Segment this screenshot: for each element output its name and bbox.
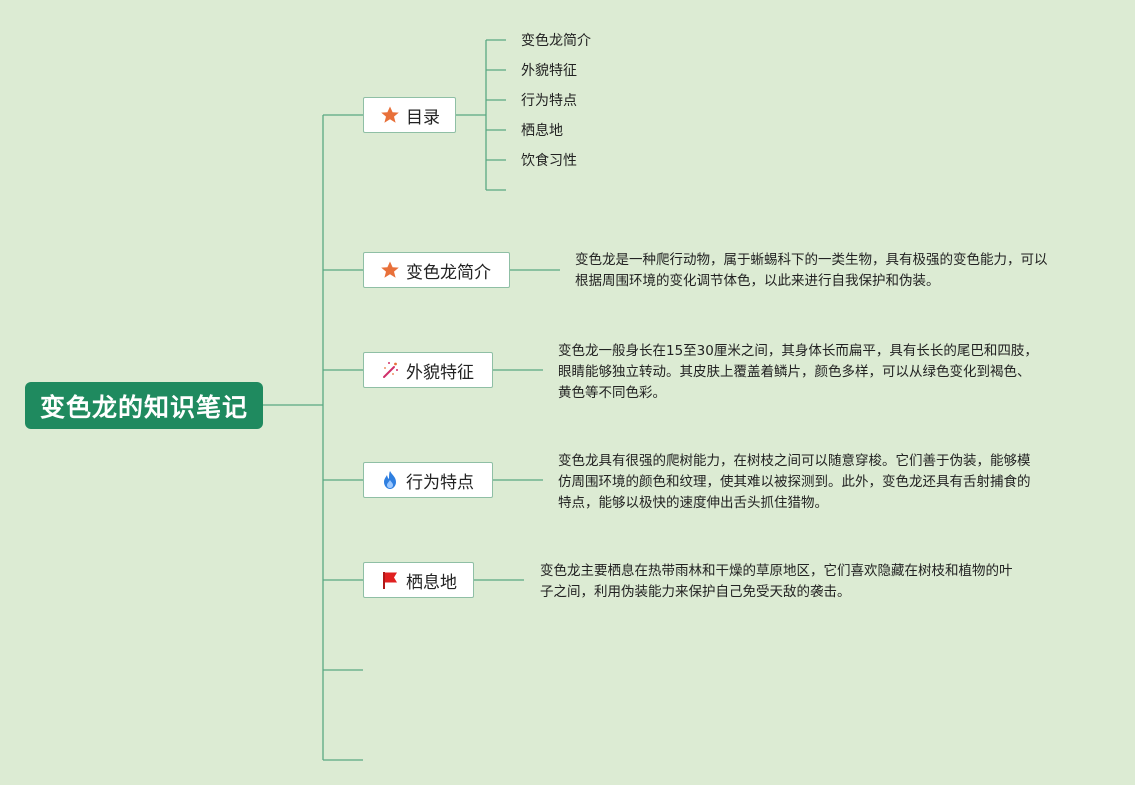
intro-description[interactable]: 变色龙是一种爬行动物，属于蜥蜴科下的一类生物，具有极强的变色能力，可以 根据周围… (575, 250, 1048, 292)
toc-item-behavior[interactable]: 行为特点 (521, 93, 577, 109)
branch-label: 目录 (406, 107, 440, 128)
branch-toc[interactable]: 目录 (363, 97, 456, 133)
branch-intro[interactable]: 变色龙简介 (363, 252, 510, 288)
behavior-line: 特点，能够以极快的速度伸出舌头抓住猎物。 (558, 495, 828, 511)
branch-label: 栖息地 (406, 572, 457, 593)
appearance-line: 黄色等不同色彩。 (558, 385, 666, 401)
star-icon (380, 260, 400, 280)
root-title: 变色龙的知识笔记 (39, 392, 248, 422)
toc-item-intro[interactable]: 变色龙简介 (521, 33, 591, 49)
branch-label: 外貌特征 (406, 362, 474, 383)
sparkle-wand-icon (380, 360, 400, 380)
intro-line: 变色龙是一种爬行动物，属于蜥蜴科下的一类生物，具有极强的变色能力，可以 (575, 252, 1048, 268)
habitat-line: 变色龙主要栖息在热带雨林和干燥的草原地区，它们喜欢隐藏在树枝和植物的叶 (540, 563, 1013, 579)
branch-label: 变色龙简介 (406, 262, 491, 283)
appearance-line: 变色龙一般身长在15至30厘米之间，其身体长而扁平，具有长长的尾巴和四肢， (558, 343, 1038, 359)
red-flag-icon (380, 570, 400, 590)
appearance-description[interactable]: 变色龙一般身长在15至30厘米之间，其身体长而扁平，具有长长的尾巴和四肢， 眼睛… (558, 341, 1038, 404)
branch-label: 行为特点 (406, 472, 474, 493)
toc-item-appearance[interactable]: 外貌特征 (521, 63, 577, 79)
toc-item-habitat[interactable]: 栖息地 (521, 123, 563, 139)
star-icon (380, 105, 400, 125)
flame-icon (380, 470, 400, 490)
toc-item-diet[interactable]: 饮食习性 (521, 153, 577, 169)
behavior-line: 仿周围环境的颜色和纹理，使其难以被探测到。此外，变色龙还具有舌射捕食的 (558, 474, 1031, 490)
appearance-line: 眼睛能够独立转动。其皮肤上覆盖着鳞片，颜色多样，可以从绿色变化到褐色、 (558, 364, 1031, 380)
behavior-line: 变色龙具有很强的爬树能力，在树枝之间可以随意穿梭。它们善于伪装，能够模 (558, 453, 1031, 469)
branch-appearance[interactable]: 外貌特征 (363, 352, 493, 388)
habitat-description[interactable]: 变色龙主要栖息在热带雨林和干燥的草原地区，它们喜欢隐藏在树枝和植物的叶 子之间，… (540, 561, 1013, 603)
intro-line: 根据周围环境的变化调节体色，以此来进行自我保护和伪装。 (575, 273, 940, 289)
behavior-description[interactable]: 变色龙具有很强的爬树能力，在树枝之间可以随意穿梭。它们善于伪装，能够模 仿周围环… (558, 451, 1031, 514)
branch-habitat[interactable]: 栖息地 (363, 562, 474, 598)
habitat-line: 子之间，利用伪装能力来保护自己免受天敌的袭击。 (540, 584, 851, 600)
root-topic[interactable]: 变色龙的知识笔记 (25, 382, 263, 429)
branch-behavior[interactable]: 行为特点 (363, 462, 493, 498)
